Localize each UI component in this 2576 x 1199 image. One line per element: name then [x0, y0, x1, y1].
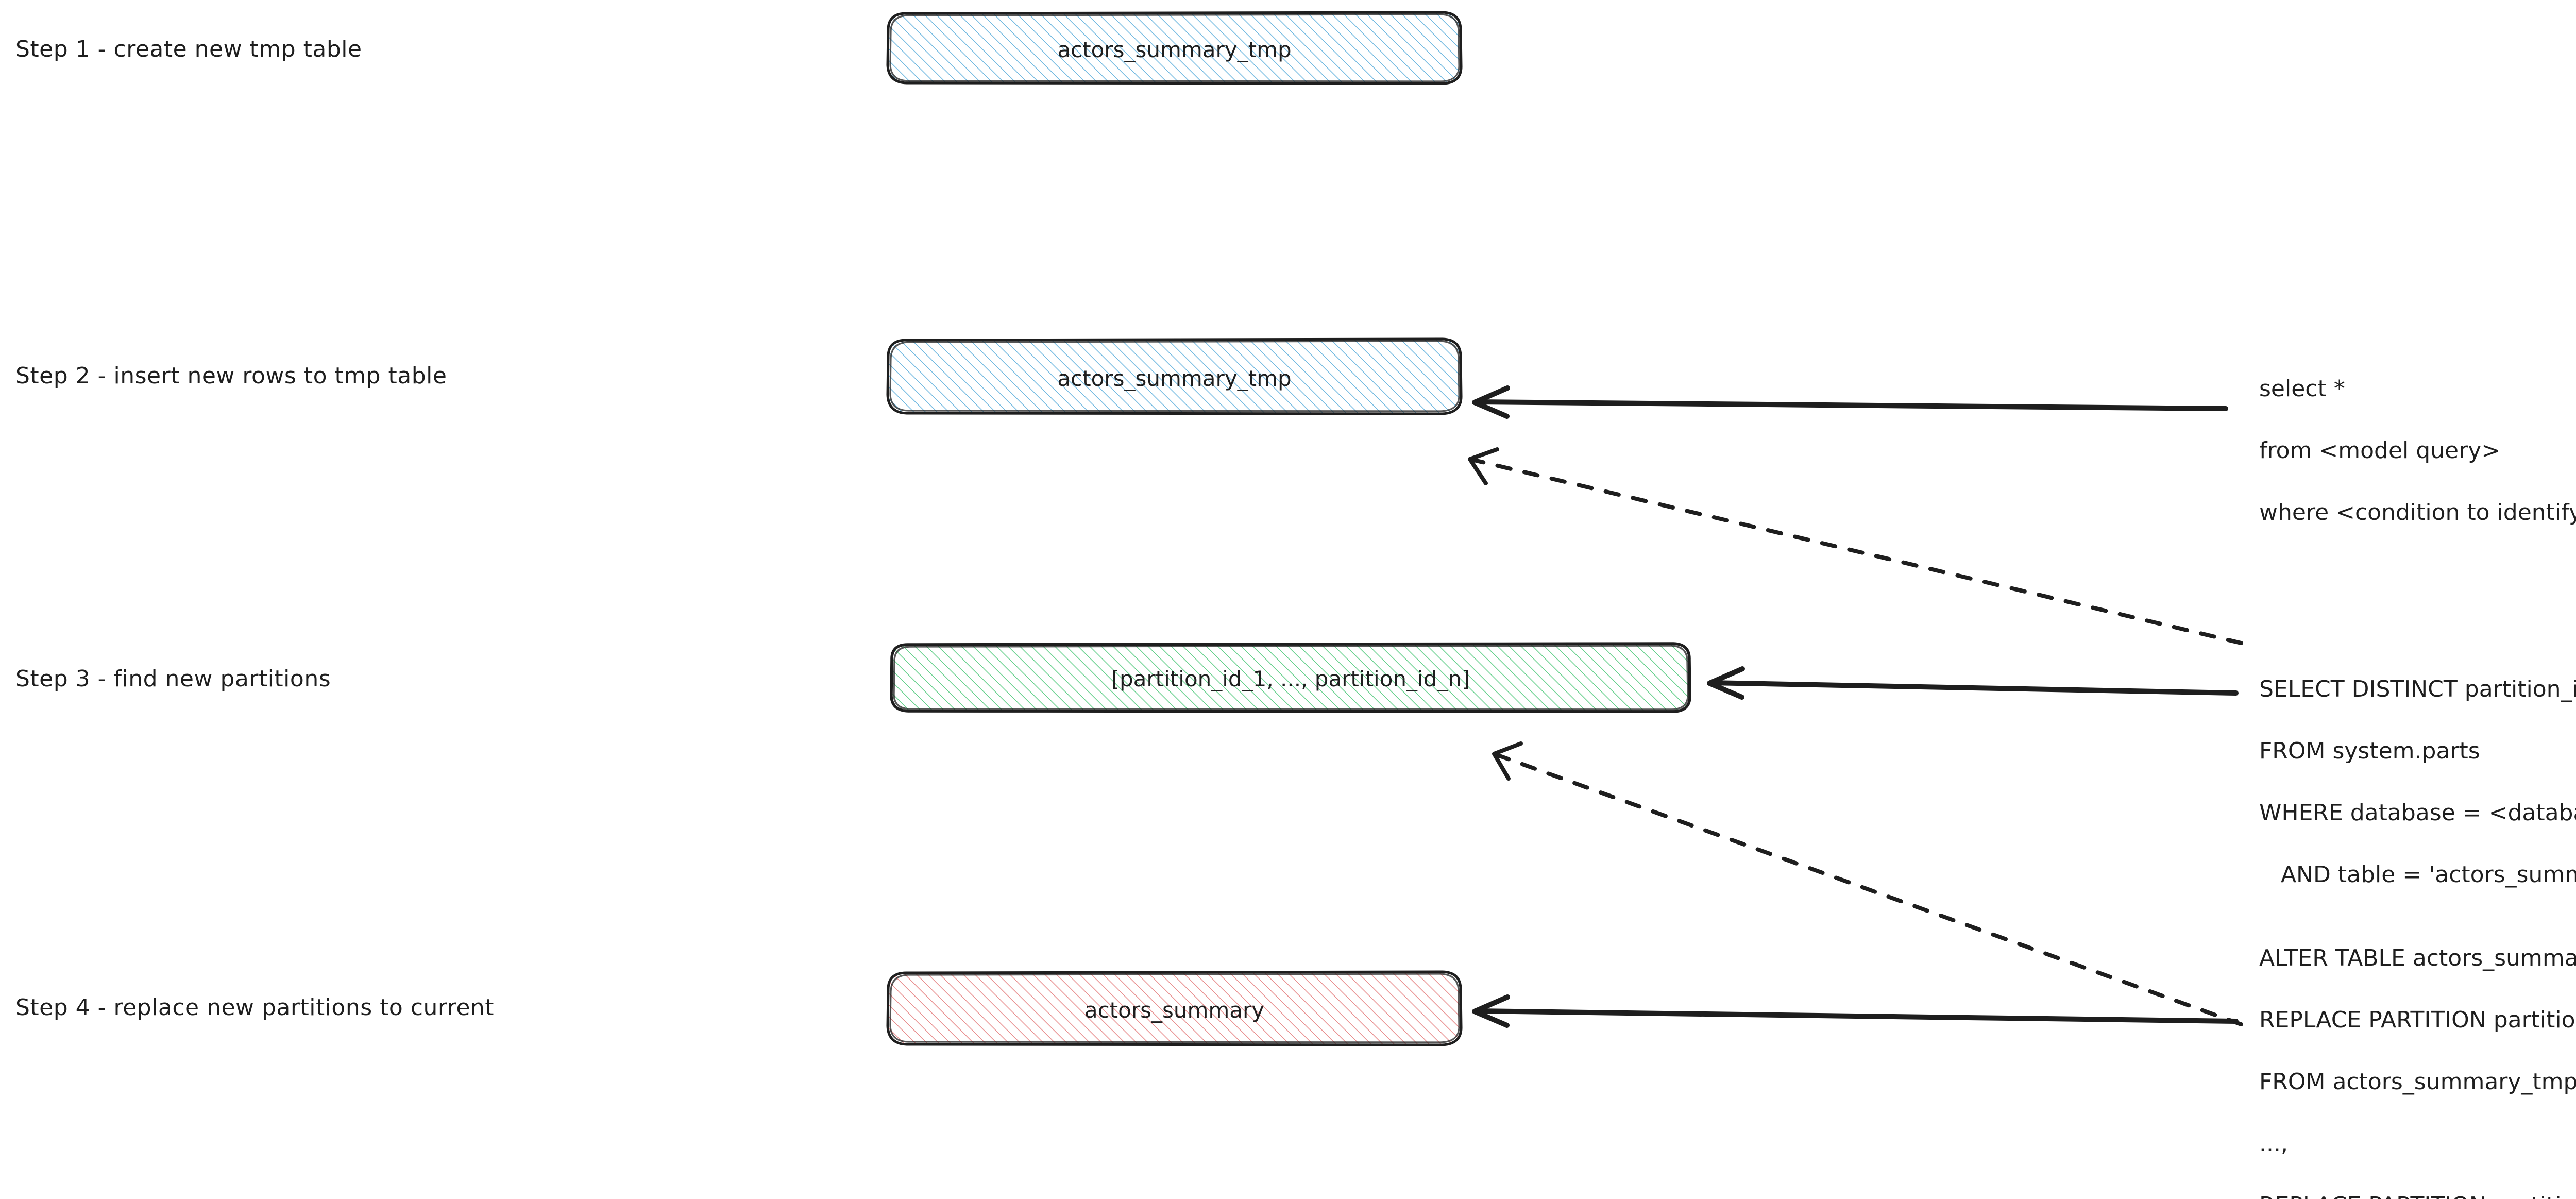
- node-partition-list-shape[interactable]: [890, 642, 1691, 713]
- node-tmp-table-1-shape[interactable]: [886, 11, 1463, 85]
- arrow-sql-find-partitions-to-partition-list: [1707, 666, 2239, 700]
- sql-line: from <model query>: [2259, 437, 2501, 464]
- sql-line: FROM actors_summary_tmp,: [2259, 1069, 2576, 1095]
- sql-line: ...,: [2259, 1130, 2288, 1157]
- sql-line: SELECT DISTINCT partition_id: [2259, 676, 2576, 702]
- sql-line: REPLACE PARTITION partition_id_n: [2259, 1194, 2576, 1199]
- node-tmp-table-2-shape[interactable]: [886, 337, 1463, 415]
- sql-replace-partitions: ALTER TABLE actors_summary REPLACE PARTI…: [2259, 907, 2576, 1199]
- sql-insert-new-rows: select * from <model query> where <condi…: [2259, 337, 2576, 564]
- arrow-sql-insert-to-tmp-table: [1472, 385, 2228, 419]
- node-actors-summary-shape[interactable]: [886, 970, 1463, 1046]
- step-4-label: Step 4 - replace new partitions to curre…: [15, 994, 495, 1021]
- step-2-label: Step 2 - insert new rows to tmp table: [15, 363, 447, 389]
- arrow-sql-find-partitions-to-tmp-table: [1468, 447, 2243, 645]
- arrow-sql-replace-to-partition-list: [1492, 741, 2243, 1026]
- sql-line: WHERE database = <database>: [2259, 800, 2576, 826]
- node-actors-summary-label: actors_summary: [1084, 998, 1265, 1023]
- node-partition-list-label: [partition_id_1, ..., partition_id_n]: [1111, 666, 1470, 691]
- sql-line: select *: [2259, 376, 2345, 402]
- sql-line: FROM system.parts: [2259, 738, 2480, 764]
- sql-line: REPLACE PARTITION partition_id_1: [2259, 1007, 2576, 1033]
- sql-line: ALTER TABLE actors_summary: [2259, 945, 2576, 971]
- step-1-label: Step 1 - create new tmp table: [15, 36, 362, 62]
- arrow-sql-replace-to-actors-summary: [1472, 994, 2239, 1028]
- sql-find-partitions: SELECT DISTINCT partition_id FROM system…: [2259, 638, 2576, 926]
- sql-line: where <condition to identify new>: [2259, 499, 2576, 526]
- node-tmp-table-2-label: actors_summary_tmp: [1057, 366, 1292, 391]
- sql-line: AND table = 'actors_summary_tmp': [2280, 862, 2576, 888]
- node-tmp-table-1-label: actors_summary_tmp: [1057, 37, 1292, 62]
- step-3-label: Step 3 - find new partitions: [15, 666, 331, 692]
